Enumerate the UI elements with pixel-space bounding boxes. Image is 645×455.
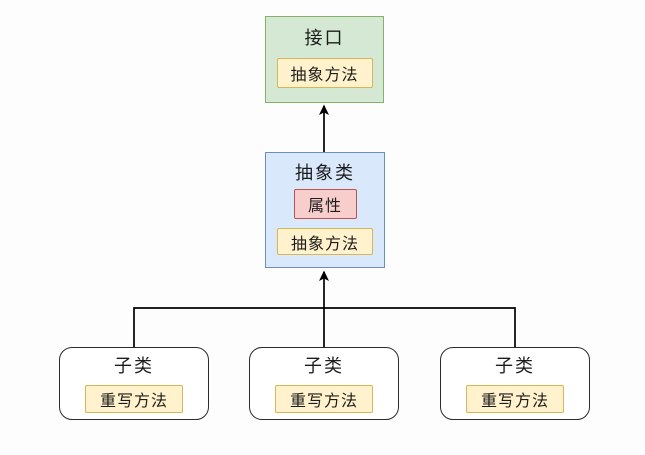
abstract-class-node: 抽象类 属性 抽象方法	[265, 152, 385, 268]
subclass-3-title: 子类	[495, 356, 535, 376]
abstract-class-title: 抽象类	[295, 163, 355, 183]
subclass-branch-connector	[133, 307, 516, 347]
subclass-3-override-method-pill: 重写方法	[466, 385, 564, 413]
subclass-node-1: 子类 重写方法	[59, 347, 209, 420]
abstract-class-attribute-pill: 属性	[293, 189, 357, 219]
abstract-class-abstract-method-pill: 抽象方法	[277, 228, 373, 255]
subclass-1-title: 子类	[114, 356, 154, 376]
interface-node: 接口 抽象方法	[265, 16, 384, 103]
subclass-node-2: 子类 重写方法	[249, 347, 399, 420]
interface-abstract-method-pill: 抽象方法	[276, 58, 373, 88]
subclass-2-override-method-pill: 重写方法	[275, 385, 373, 413]
subclass-1-override-method-pill: 重写方法	[85, 385, 183, 413]
subclass-2-title: 子类	[304, 356, 344, 376]
interface-title: 接口	[304, 28, 345, 48]
subclass-node-3: 子类 重写方法	[440, 347, 590, 420]
